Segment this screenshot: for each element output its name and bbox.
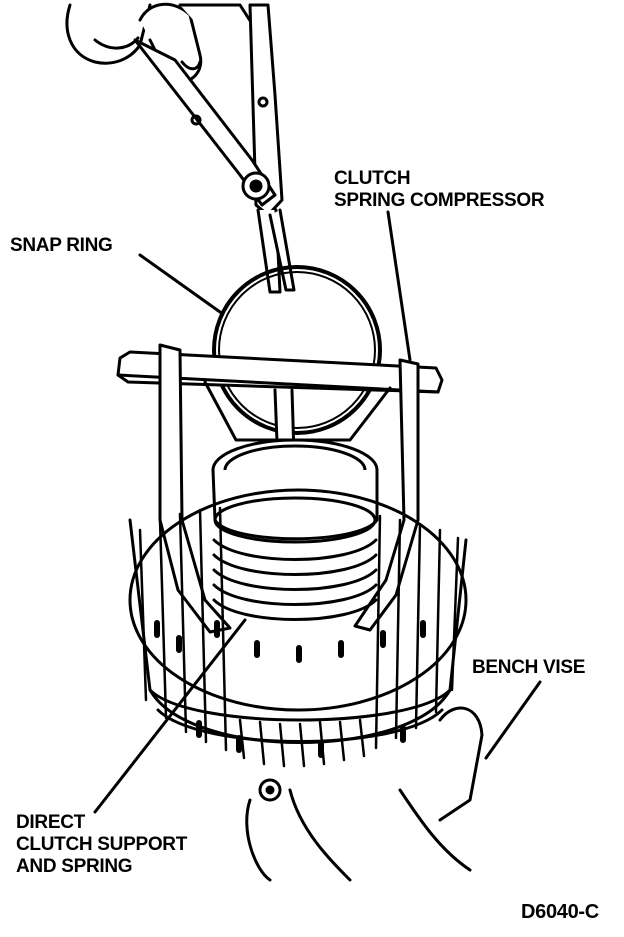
direct-clutch-support-label-line2: CLUTCH SUPPORT bbox=[16, 834, 188, 855]
direct-clutch-support-label: DIRECT CLUTCH SUPPORT AND SPRING bbox=[16, 812, 187, 878]
direct-clutch-support-label-line1: DIRECT bbox=[16, 812, 85, 833]
direct-clutch-support-label-line3: AND SPRING bbox=[16, 856, 133, 877]
hand bbox=[65, 2, 258, 92]
clutch-drum bbox=[128, 488, 468, 768]
leader-clutch-compressor bbox=[386, 210, 412, 362]
snap-ring-pliers bbox=[133, 3, 296, 294]
clutch-support-and-spring bbox=[211, 438, 379, 621]
bench-vise bbox=[245, 706, 484, 882]
leader-bench-vise bbox=[484, 680, 542, 760]
leader-snap-ring bbox=[138, 253, 222, 314]
clutch-spring-compressor-label-line1: CLUTCH bbox=[334, 168, 411, 189]
leader-lines bbox=[93, 210, 542, 814]
snap-ring bbox=[212, 265, 382, 435]
clutch-spring-compressor-label-line2: SPRING COMPRESSOR bbox=[334, 190, 545, 211]
leader-direct-clutch bbox=[93, 618, 247, 814]
clutch-spring-compressor bbox=[116, 343, 444, 634]
snap-ring-label: SNAP RING bbox=[10, 235, 113, 256]
bench-vise-label: BENCH VISE bbox=[472, 657, 586, 678]
clutch-spring-compressor-label: CLUTCH SPRING COMPRESSOR bbox=[334, 168, 545, 212]
figure-id: D6040-C bbox=[521, 901, 599, 923]
